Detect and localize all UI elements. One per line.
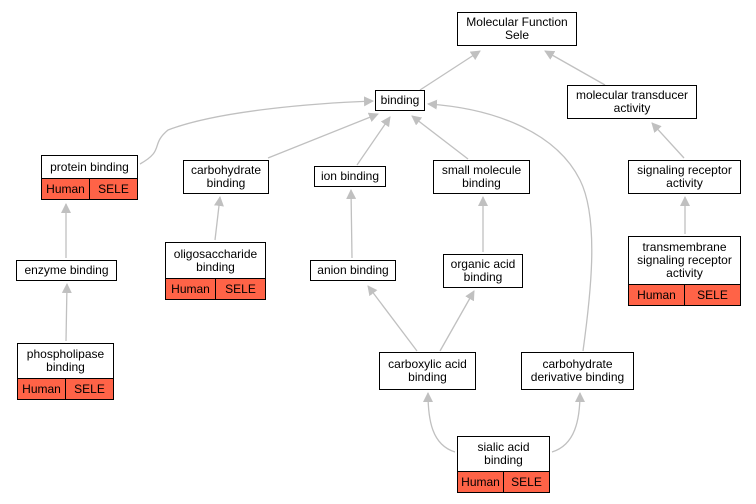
node-label: transmembrane signaling receptor activit… (637, 240, 732, 280)
gene-tag: SELE (503, 472, 549, 492)
node-tmsig[interactable]: transmembrane signaling receptor activit… (628, 236, 741, 306)
node-mf[interactable]: Molecular Function Sele (457, 12, 577, 46)
node-anion[interactable]: anion binding (310, 260, 396, 281)
edge-ion-to-binding (356, 116, 391, 166)
node-label: phospholipase binding (26, 347, 105, 374)
node-label: signaling receptor activity (637, 163, 732, 190)
edge-oligo-to-carbo (213, 196, 224, 241)
edge-carboxy-to-anion (367, 285, 418, 352)
species-tag: Human (42, 179, 89, 199)
edge-protein-to-binding (139, 96, 374, 165)
node-label: small molecule binding (441, 163, 522, 190)
edge-carboxy-to-orgacid (439, 290, 475, 352)
edge-carbo-to-binding (267, 112, 379, 159)
node-label: sialic acid binding (477, 440, 530, 467)
species-tag: Human (18, 379, 65, 399)
node-smallmol[interactable]: small molecule binding (433, 160, 530, 194)
node-label: anion binding (317, 263, 389, 277)
node-label: carbohydrate binding (190, 163, 262, 190)
edge-carbderiv-to-binding (427, 99, 593, 352)
gene-tag: SELE (65, 379, 113, 399)
edge-sigrec-to-mtrans (651, 122, 685, 159)
edge-binding-to-mf (419, 50, 481, 91)
node-label: oligosaccharide binding (173, 246, 258, 274)
node-carbderiv[interactable]: carbohydrate derivative binding (521, 352, 634, 390)
node-label: protein binding (50, 159, 129, 174)
node-label: enzyme binding (24, 263, 109, 277)
node-sigrec[interactable]: signaling receptor activity (628, 160, 741, 194)
node-enzyme[interactable]: enzyme binding (16, 260, 117, 281)
gene-tag: SELE (215, 279, 265, 299)
edge-sialic-to-carboxy (423, 392, 456, 453)
node-carboxy[interactable]: carboxylic acid binding (379, 352, 476, 390)
species-tag: Human (629, 285, 684, 305)
species-tag: Human (458, 472, 503, 492)
node-label: organic acid binding (450, 257, 516, 284)
edge-anion-to-ion (346, 189, 357, 259)
node-binding[interactable]: binding (375, 90, 425, 111)
node-ion[interactable]: ion binding (314, 166, 386, 187)
edge-sialic-to-carbderiv (551, 392, 585, 453)
node-label: molecular transducer activity (575, 88, 689, 115)
node-label: ion binding (320, 169, 380, 183)
edge-layer (61, 50, 690, 453)
edge-phospho-to-enzyme (61, 283, 72, 342)
node-label: carbohydrate derivative binding (530, 357, 625, 384)
node-label: binding (380, 93, 420, 107)
node-label: carboxylic acid binding (388, 357, 467, 384)
gene-tag: SELE (89, 179, 137, 199)
node-orgacid[interactable]: organic acid binding (443, 254, 523, 288)
species-tag: Human (166, 279, 215, 299)
node-mtrans[interactable]: molecular transducer activity (567, 85, 697, 119)
edge-smallmol-to-binding (411, 115, 469, 160)
node-carbo[interactable]: carbohydrate binding (183, 160, 269, 194)
gene-tag: SELE (684, 285, 740, 305)
edge-mtrans-to-mf (544, 50, 606, 86)
node-label: Molecular Function Sele (466, 15, 568, 42)
